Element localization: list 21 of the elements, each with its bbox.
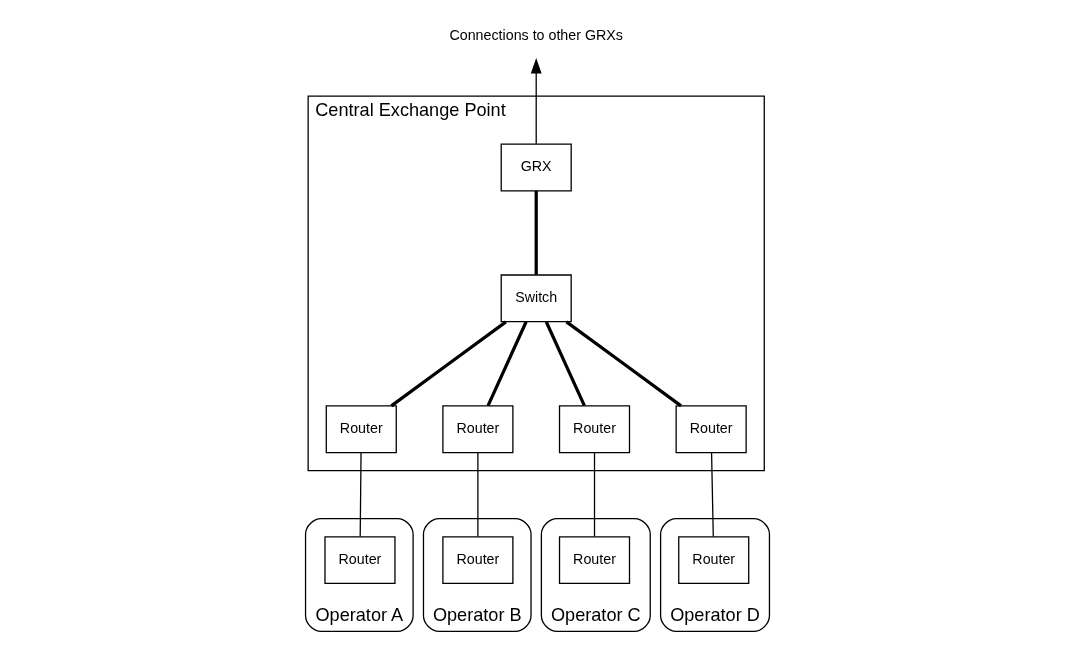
node-text: Connections to other GRXs (449, 27, 623, 44)
node-box: GRX (500, 143, 572, 192)
node-box: Router (558, 405, 631, 454)
node-box: Router (675, 405, 747, 454)
arrow (530, 58, 542, 145)
node-box: Router (442, 405, 514, 454)
node-box: Router (678, 536, 750, 585)
connector (544, 321, 586, 407)
connector (359, 451, 362, 538)
node-box: Router (324, 536, 396, 585)
connector (486, 321, 528, 407)
connector (565, 320, 682, 408)
node-box: Router (325, 405, 397, 454)
node-box: Router (558, 536, 631, 585)
node-box: Router (442, 536, 514, 585)
connector (710, 451, 714, 538)
connector (477, 451, 479, 538)
connector (534, 190, 538, 275)
connector (593, 451, 596, 538)
connector (390, 320, 507, 408)
node-box: Switch (500, 274, 572, 323)
